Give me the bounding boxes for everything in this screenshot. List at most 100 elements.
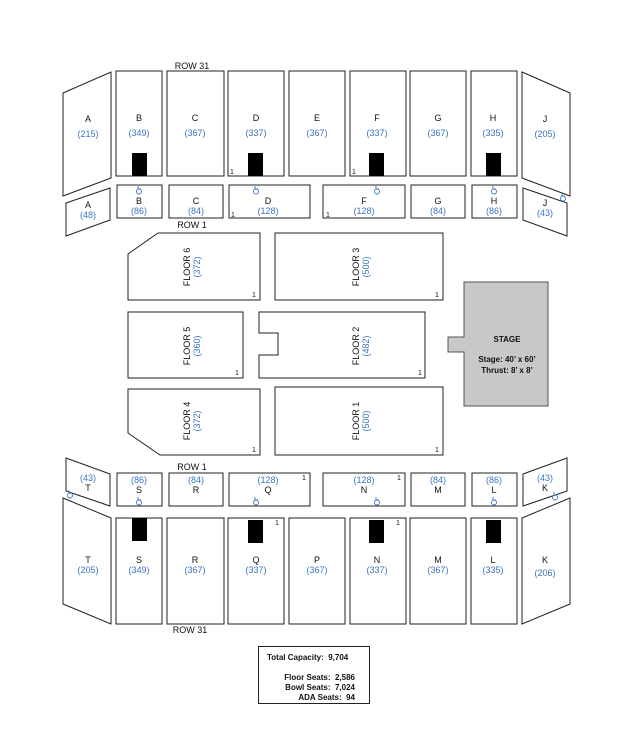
section-lower-T[interactable]: (43) T (65, 457, 111, 507)
svg-text:1: 1 (435, 292, 439, 299)
section-upper-R[interactable]: R (367) (166, 517, 225, 625)
svg-text:(337): (337) (245, 565, 266, 575)
wheelchair-icon (253, 497, 259, 506)
svg-text:N: N (374, 555, 381, 565)
section-lower-Q[interactable]: (128) Q 1 (228, 472, 311, 507)
floor-seats: Floor Seats: 2,586 (284, 673, 355, 682)
section-lower-C[interactable]: C (84) (168, 184, 224, 219)
svg-text:FLOOR 5: FLOOR 5 (182, 327, 192, 366)
svg-text:(128): (128) (257, 206, 278, 216)
section-upper-D[interactable]: D (337) 1 (227, 70, 285, 177)
svg-text:(84): (84) (188, 475, 204, 485)
svg-text:1: 1 (352, 169, 356, 176)
wheelchair-icon (491, 186, 497, 195)
svg-text:(367): (367) (306, 128, 327, 138)
svg-text:M: M (434, 555, 442, 565)
section-upper-L[interactable]: L (335) (470, 517, 518, 625)
vomitory-tunnel (248, 520, 263, 543)
section-upper-G[interactable]: G (367) (409, 70, 467, 177)
svg-text:(372): (372) (192, 256, 202, 277)
section-floor-5[interactable]: FLOOR 5 (360) 1 (127, 311, 244, 379)
section-upper-Q[interactable]: 1 Q (337) (227, 517, 285, 625)
svg-text:B: B (136, 113, 142, 123)
section-floor-4[interactable]: FLOOR 4 (372) 1 (127, 388, 261, 456)
section-lower-D[interactable]: D (128) 1 (228, 184, 311, 219)
svg-text:(215): (215) (77, 129, 98, 139)
wheelchair-icon (374, 186, 380, 195)
section-lower-N[interactable]: (128) N 1 (322, 472, 406, 507)
svg-text:FLOOR 6: FLOOR 6 (182, 248, 192, 287)
section-upper-H[interactable]: H (335) (470, 70, 518, 177)
svg-text:(86): (86) (131, 475, 147, 485)
svg-text:L: L (491, 485, 496, 495)
svg-text:S: S (136, 485, 142, 495)
svg-text:(84): (84) (430, 475, 446, 485)
section-upper-F[interactable]: F (337) 1 (349, 70, 407, 177)
section-upper-E[interactable]: E (367) (288, 70, 346, 177)
section-lower-F[interactable]: F (128) 1 (322, 184, 406, 219)
svg-text:(205): (205) (77, 565, 98, 575)
section-upper-K[interactable]: K (206) (521, 497, 571, 625)
svg-text:J: J (543, 198, 548, 208)
svg-text:Q: Q (252, 555, 259, 565)
svg-text:(349): (349) (128, 128, 149, 138)
section-lower-K[interactable]: (43) K (522, 457, 568, 507)
svg-text:C: C (192, 113, 199, 123)
vomitory-tunnel (369, 153, 384, 176)
section-lower-B[interactable]: B (86) (116, 184, 163, 219)
section-upper-C[interactable]: C (367) (166, 70, 225, 177)
section-floor-1[interactable]: FLOOR 1 (500) 1 (274, 386, 444, 456)
section-floor-6[interactable]: FLOOR 6 (372) 1 (127, 232, 261, 301)
svg-text:(500): (500) (361, 410, 371, 431)
capacity-summary: Total Capacity: 9,704 Floor Seats: 2,586… (258, 646, 370, 704)
svg-text:(84): (84) (188, 206, 204, 216)
section-lower-R[interactable]: (84) R (168, 472, 224, 507)
svg-text:Q: Q (264, 485, 271, 495)
vomitory-tunnel (248, 153, 263, 176)
section-upper-S[interactable]: S (349) (115, 517, 163, 625)
section-floor-2[interactable]: FLOOR 2 (482) 1 (258, 311, 426, 379)
section-lower-M[interactable]: (84) M (410, 472, 466, 507)
svg-text:(206): (206) (534, 568, 555, 578)
svg-text:J: J (543, 114, 548, 124)
svg-text:G: G (434, 113, 441, 123)
svg-text:STAGE: STAGE (494, 335, 522, 344)
svg-text:(367): (367) (427, 128, 448, 138)
section-lower-G[interactable]: G (84) (410, 184, 466, 219)
svg-text:N: N (361, 485, 368, 495)
svg-text:P: P (314, 555, 320, 565)
section-lower-A[interactable]: A (48) (65, 187, 111, 237)
svg-text:(360): (360) (192, 335, 202, 356)
vomitory-tunnel (486, 153, 501, 176)
section-upper-N[interactable]: 1 N (337) (349, 517, 407, 625)
row-label-upper-top: ROW 31 (175, 61, 210, 71)
section-upper-T[interactable]: T (205) (62, 497, 112, 625)
section-upper-A[interactable]: A (215) (62, 71, 112, 197)
section-upper-J[interactable]: J (205) (521, 71, 571, 197)
section-upper-P[interactable]: P (367) (288, 517, 346, 625)
svg-text:(367): (367) (184, 565, 205, 575)
svg-text:(367): (367) (184, 128, 205, 138)
svg-text:1: 1 (326, 212, 330, 219)
svg-text:S: S (136, 555, 142, 565)
svg-text:(128): (128) (257, 475, 278, 485)
svg-text:F: F (374, 113, 380, 123)
section-lower-H[interactable]: H (86) (471, 184, 518, 219)
section-lower-J[interactable]: J (43) (522, 187, 568, 237)
section-lower-S[interactable]: (86) S (116, 472, 163, 507)
svg-text:(500): (500) (361, 256, 371, 277)
svg-text:L: L (490, 555, 495, 565)
svg-text:(43): (43) (80, 473, 96, 483)
svg-text:A: A (85, 200, 91, 210)
section-upper-M[interactable]: M (367) (409, 517, 467, 625)
vomitory-tunnel (132, 153, 147, 176)
svg-text:(337): (337) (366, 565, 387, 575)
section-lower-L[interactable]: (86) L (471, 472, 518, 507)
section-upper-B[interactable]: B (349) (115, 70, 163, 177)
section-floor-3[interactable]: FLOOR 3 (500) 1 (274, 232, 444, 301)
svg-text:(367): (367) (306, 565, 327, 575)
svg-text:(128): (128) (353, 475, 374, 485)
svg-text:H: H (490, 113, 497, 123)
row-label-lower-bottom: ROW 31 (173, 625, 208, 635)
svg-text:(48): (48) (80, 210, 96, 220)
